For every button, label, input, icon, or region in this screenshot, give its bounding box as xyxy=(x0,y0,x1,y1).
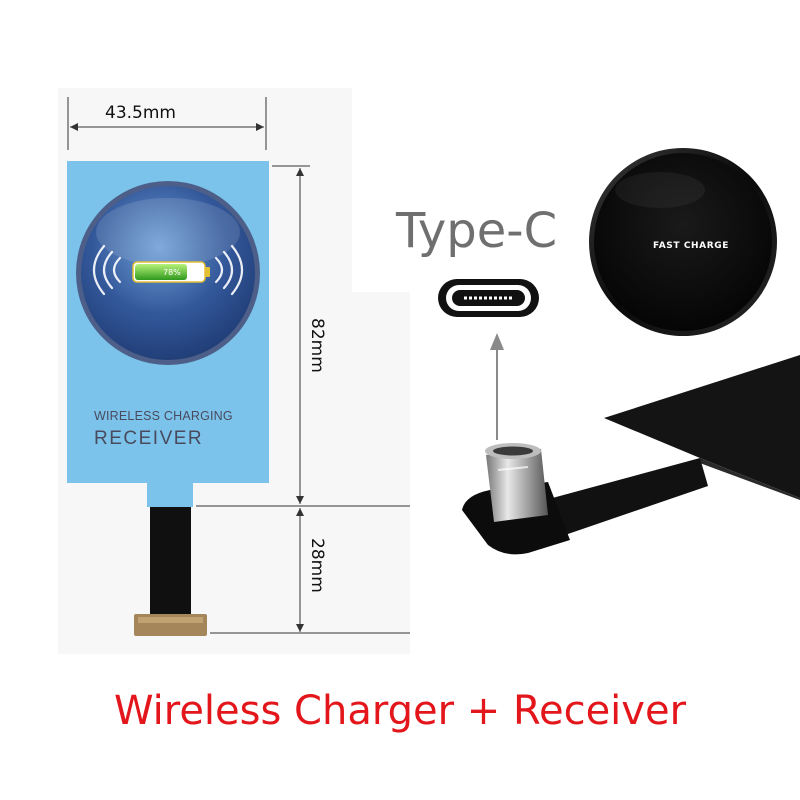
type-c-plug xyxy=(462,443,570,555)
receiver-film xyxy=(604,355,800,498)
pad-label: FAST CHARGE xyxy=(653,241,729,251)
width-dimension xyxy=(67,97,267,150)
wireless-waves-icon xyxy=(92,244,244,296)
caption: Wireless Charger + Receiver xyxy=(113,688,687,734)
receiver-tab xyxy=(147,480,193,507)
arrow-up-icon xyxy=(490,333,504,440)
battery-icon xyxy=(132,261,210,283)
wireless-charging-pad xyxy=(589,148,777,336)
usb-c-port-icon xyxy=(438,279,539,317)
tail-label: 28mm xyxy=(307,538,327,593)
flex-cable xyxy=(150,507,191,619)
width-label: 43.5mm xyxy=(105,103,176,123)
battery-percent: 78% xyxy=(163,268,181,277)
height-dimension xyxy=(196,165,410,634)
type-c-label: Type-C xyxy=(395,203,557,259)
height-label: 82mm xyxy=(307,318,327,373)
film-strip xyxy=(545,458,708,535)
dimension-arrows xyxy=(296,168,304,632)
receiver-line2: RECEIVER xyxy=(94,428,203,449)
receiver-line1: WIRELESS CHARGING xyxy=(94,409,233,423)
